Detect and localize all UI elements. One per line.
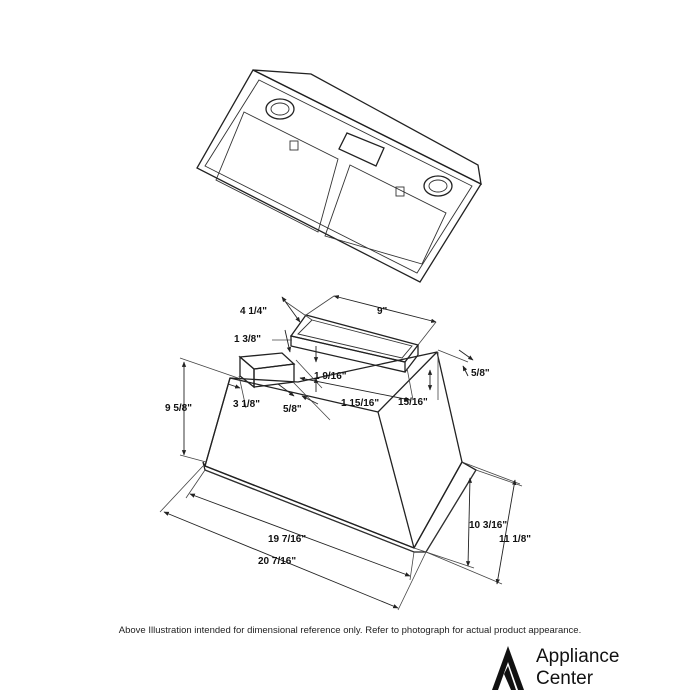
light-left [265,98,295,120]
brand-logo: Appliance Center [486,644,656,694]
brand-name-line2: Center [536,668,594,689]
filter-left [215,111,339,233]
dim-1-9-16-label: 1 9/16" [314,371,347,382]
dim-15-16-label: 15/16" [398,397,428,408]
dim-9-label: 9" [377,306,388,317]
brand-name-line1: Appliance [536,646,620,667]
disclaimer-text: Above Illustration intended for dimensio… [118,625,582,636]
dim-1-3-8-label: 1 3/8" [234,334,261,345]
control-panel [338,132,385,167]
appliance-center-logo-icon [492,646,524,690]
dim-5-8-bottom-label: 5/8" [283,404,302,415]
dim-19-7-16-label: 19 7/16" [268,534,306,545]
dim-9-5-8-label: 9 5/8" [165,403,192,414]
dim-10-3-16-label: 10 3/16" [469,520,507,531]
hood-underside-view [196,69,482,283]
filter-right [324,164,447,265]
hood-insert-dimension-view [159,295,523,611]
dim-5-8-right-label: 5/8" [471,368,490,379]
light-right [423,175,453,197]
dim-1-15-16-label: 1 15/16" [341,398,379,409]
dim-4-1-4-label: 4 1/4" [240,306,267,317]
dim-3-1-8-label: 3 1/8" [233,399,260,410]
dim-20-7-16-label: 20 7/16" [258,556,296,567]
dim-11-1-8-label: 11 1/8" [499,534,531,545]
